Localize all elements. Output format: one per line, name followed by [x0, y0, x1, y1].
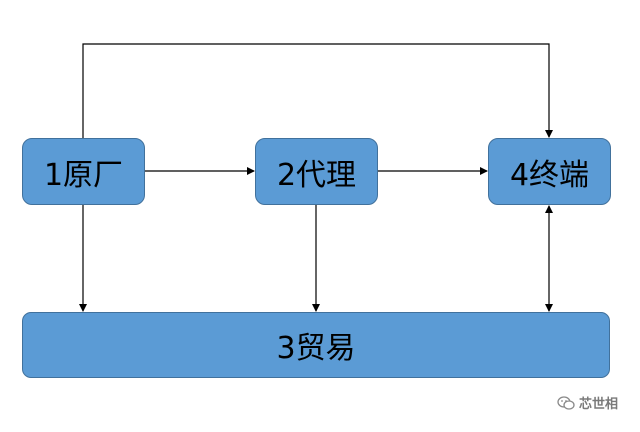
node-trade-label: 3贸易 — [276, 331, 356, 366]
watermark-text: 芯世相 — [578, 397, 618, 412]
node-trade: 3贸易 — [22, 312, 610, 378]
watermark: 芯世相 — [557, 393, 618, 412]
node-agent-label: 2代理 — [276, 157, 357, 193]
edge-n1-n4 — [82, 43, 553, 138]
node-terminal-label: 4终端 — [509, 157, 590, 193]
node-manufacturer: 1原厂 — [22, 138, 145, 205]
wechat-icon — [557, 395, 575, 410]
node-agent: 2代理 — [255, 138, 378, 205]
node-manufacturer-label: 1原厂 — [43, 157, 124, 193]
node-terminal: 4终端 — [488, 138, 611, 205]
